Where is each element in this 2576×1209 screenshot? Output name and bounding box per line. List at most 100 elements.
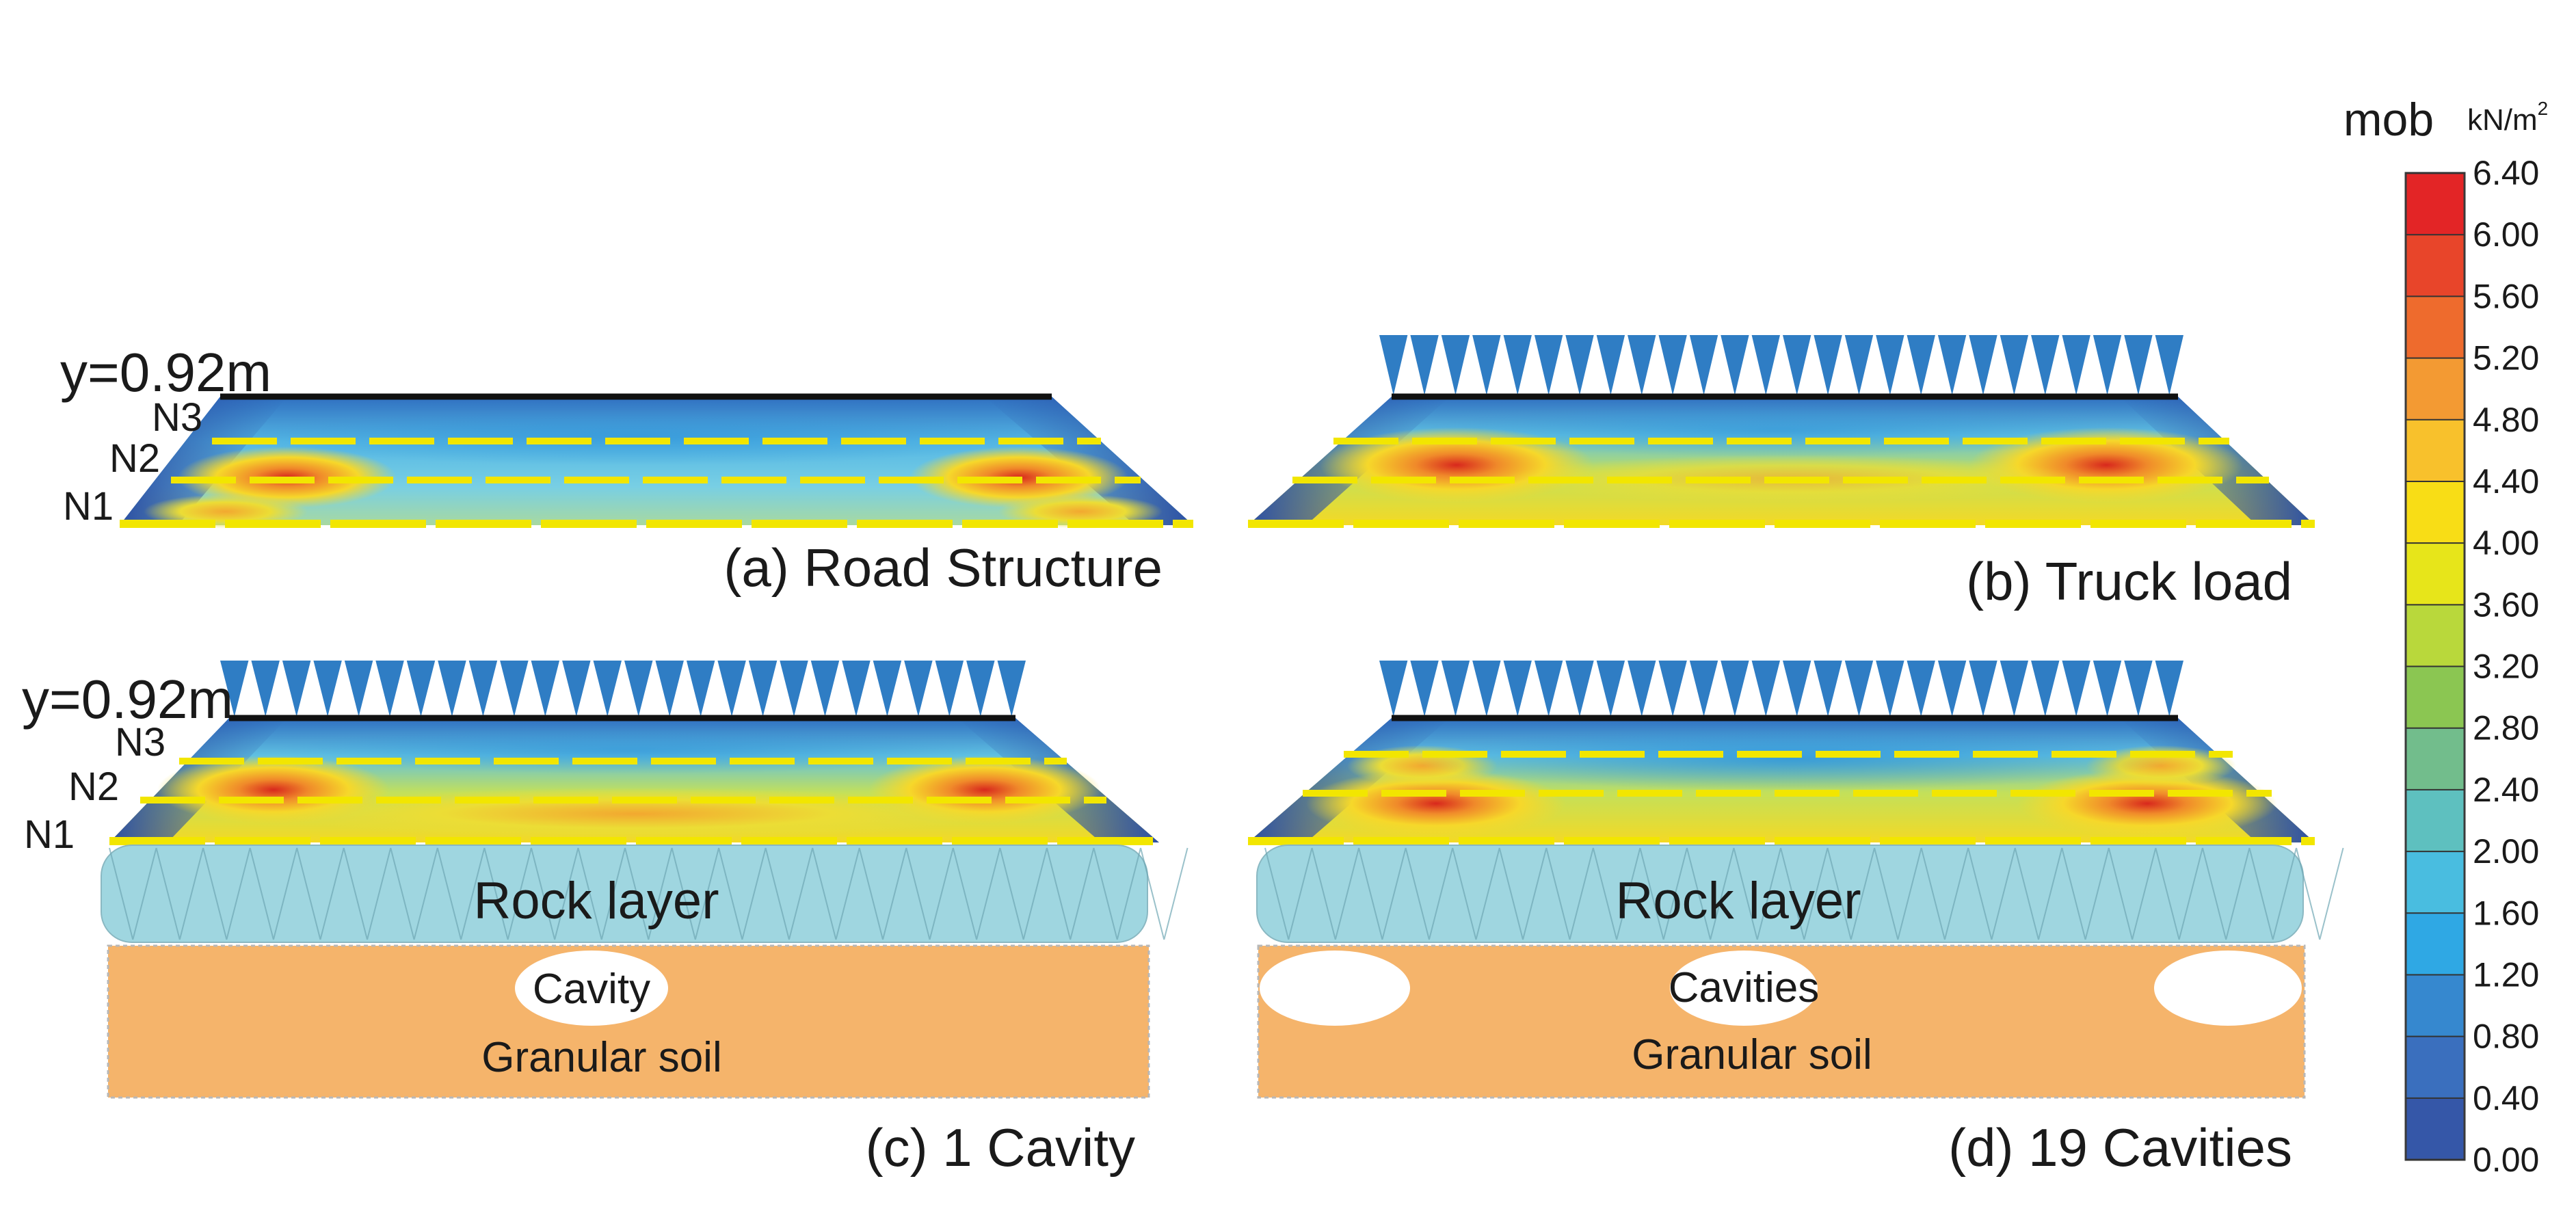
load-arrow (1472, 661, 1501, 717)
colorbar-tick-label: 2.40 (2473, 771, 2539, 809)
road-structure-c (109, 715, 1159, 845)
colorbar-segment (2406, 913, 2465, 975)
load-arrow (1844, 661, 1874, 717)
colorbar-unit-sup: 2 (2538, 98, 2549, 119)
colorbar-tick-label: 4.40 (2473, 462, 2539, 501)
load-arrow (1783, 335, 1811, 395)
colorbar-tick-label: 5.20 (2473, 339, 2539, 377)
caption-a: (a) Road Structure (723, 537, 1163, 598)
load-arrow (842, 661, 871, 717)
colorbar-segment (2406, 235, 2465, 297)
load-arrow (1628, 661, 1656, 717)
colorbar-tick-label: 2.00 (2473, 832, 2539, 871)
layer-label-n2-c: N2 (68, 765, 119, 809)
road-structure-a (120, 393, 1193, 529)
load-arrow (1658, 335, 1687, 395)
colorbar-unit: kN/m2 (2467, 98, 2548, 137)
load-arrow (2000, 335, 2029, 395)
load-arrow (655, 661, 684, 717)
truck-load-b (1379, 335, 2183, 395)
rock-label-c: Rock layer (474, 872, 719, 930)
load-arrow (810, 661, 840, 717)
rock-layer-c (101, 845, 1148, 943)
load-arrow (1721, 661, 1749, 717)
colorbar-segment (2406, 789, 2465, 852)
colorbar-tick-label: 4.00 (2473, 524, 2539, 562)
load-arrow (1689, 661, 1718, 717)
load-arrow (1565, 335, 1594, 395)
colorbar-tick-label: 6.00 (2473, 215, 2539, 254)
colorbar-unit-text: kN/m (2467, 103, 2538, 137)
load-arrow (562, 661, 591, 717)
colorbar-segment (2406, 296, 2465, 359)
load-arrow (2155, 661, 2183, 717)
colorbar-ticks: 6.406.005.605.204.804.404.003.603.202.80… (2406, 154, 2539, 1179)
load-arrow (1814, 661, 1842, 717)
colorbar: mob kN/m2 6.406.005.605.204.804.404.003.… (2343, 94, 2548, 1179)
load-arrow (2031, 335, 2060, 395)
colorbar-tick-label: 1.20 (2473, 955, 2539, 994)
cavity-d-left (1260, 951, 1410, 1026)
colorbar-tick-label: 6.40 (2473, 154, 2539, 192)
y-label-a: y=0.92m (60, 342, 271, 403)
load-arrow (1969, 335, 1997, 395)
load-arrow (1410, 661, 1439, 717)
colorbar-segments (2406, 173, 2465, 1160)
rock-layer-d (1256, 845, 2304, 943)
colorbar-segment (2406, 1036, 2465, 1099)
layer-label-n3-a: N3 (152, 395, 202, 440)
layer-label-n3-c: N3 (115, 720, 165, 765)
rock-mesh-c (109, 847, 1189, 940)
y-label-c: y=0.92m (22, 669, 233, 730)
load-arrow (1658, 661, 1687, 717)
layer-label-n1-a: N1 (63, 484, 114, 529)
load-arrow (1751, 335, 1780, 395)
load-arrow (2031, 661, 2060, 717)
load-arrow (780, 661, 808, 717)
load-arrow (2093, 661, 2122, 717)
load-arrow (1783, 661, 1811, 717)
cavity-label-c: Cavity (533, 966, 650, 1013)
load-arrow (1534, 335, 1563, 395)
panel-a: y=0.92m N3 N2 N1 (a) Road Structure (60, 342, 1193, 598)
cavity-c (515, 951, 668, 1026)
road-structure-d (1248, 715, 2315, 845)
load-arrow (593, 661, 622, 717)
layer-label-n2-a: N2 (109, 436, 160, 481)
load-arrow (1410, 335, 1439, 395)
colorbar-segment (2406, 1098, 2465, 1160)
load-arrow (1534, 661, 1563, 717)
colorbar-segment (2406, 728, 2465, 790)
load-arrow (375, 661, 404, 717)
load-arrow (1969, 661, 1997, 717)
load-arrow (997, 661, 1026, 717)
load-arrow (1751, 661, 1780, 717)
load-arrow (1503, 335, 1532, 395)
colorbar-segment (2406, 974, 2465, 1037)
load-arrow (344, 661, 373, 717)
colorbar-segment (2406, 543, 2465, 605)
colorbar-tick-label: 1.60 (2473, 894, 2539, 932)
caption-d: (d) 19 Cavities (1948, 1117, 2292, 1178)
load-arrow (531, 661, 560, 717)
colorbar-tick-label: 5.60 (2473, 277, 2539, 315)
load-arrow (1503, 661, 1532, 717)
caption-c: (c) 1 Cavity (866, 1117, 1135, 1178)
load-arrow (1907, 335, 1935, 395)
load-arrow (282, 661, 311, 717)
colorbar-segment (2406, 419, 2465, 482)
load-arrow (2062, 335, 2090, 395)
load-arrow (904, 661, 933, 717)
road-structure-b (1248, 393, 2315, 528)
load-arrow (1876, 661, 1904, 717)
soil-label-c: Granular soil (481, 1034, 721, 1081)
load-arrow (500, 661, 529, 717)
colorbar-segment (2406, 666, 2465, 729)
load-arrow (1565, 661, 1594, 717)
load-arrow (935, 661, 964, 717)
rock-label-d: Rock layer (1616, 872, 1861, 930)
load-arrow (717, 661, 746, 717)
colorbar-tick-label: 3.60 (2473, 585, 2539, 624)
load-arrow (624, 661, 653, 717)
